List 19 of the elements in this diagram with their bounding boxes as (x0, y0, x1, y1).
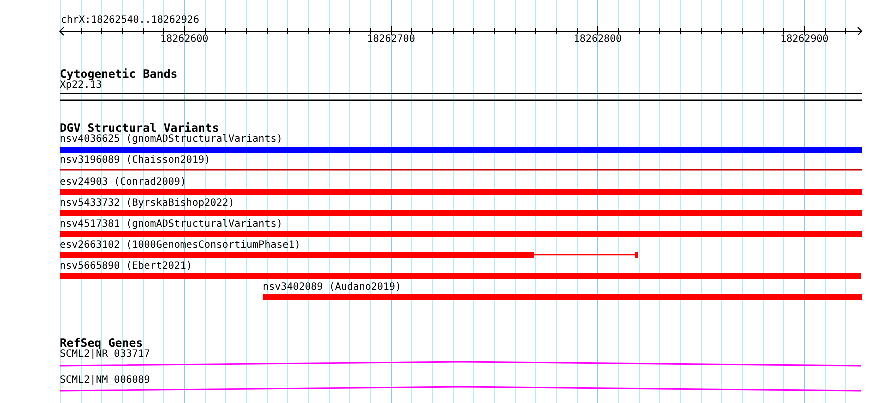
track-heading: Cytogenetic Bands (60, 67, 178, 81)
tick-label: 18262900 (780, 34, 829, 46)
feature-label: nsv4036625 (gnomADStructuralVariants) (60, 134, 283, 146)
feature-label: nsv5433732 (ByrskaBishop2022) (60, 198, 235, 210)
location-label: chrX:18262540..18262926 (61, 14, 200, 27)
tick-label: 18262800 (574, 34, 622, 46)
feature-label: SCML2|NM_006089 (60, 374, 150, 387)
feature-label: nsv3196089 (Chaisson2019) (60, 154, 211, 166)
track-heading: RefSeq Genes (60, 336, 144, 350)
feature-label: esv2663102 (1000GenomesConsortiumPhase1) (60, 240, 301, 252)
feature-label: nsv3402089 (Audano2019) (263, 282, 402, 294)
tick-label: 18262700 (367, 34, 416, 46)
feature-label: nsv4517381 (gnomADStructuralVariants) (60, 218, 283, 230)
feature-label: esv24903 (Conrad2009) (60, 176, 186, 188)
track-heading: DGV Structural Variants (60, 121, 220, 135)
feature-label: Xp22.13 (60, 80, 102, 92)
feature-label: nsv5665890 (Ebert2021) (60, 260, 192, 273)
tick-label: 18262600 (160, 34, 209, 46)
feature-label: SCML2|NR_033717 (60, 349, 150, 361)
